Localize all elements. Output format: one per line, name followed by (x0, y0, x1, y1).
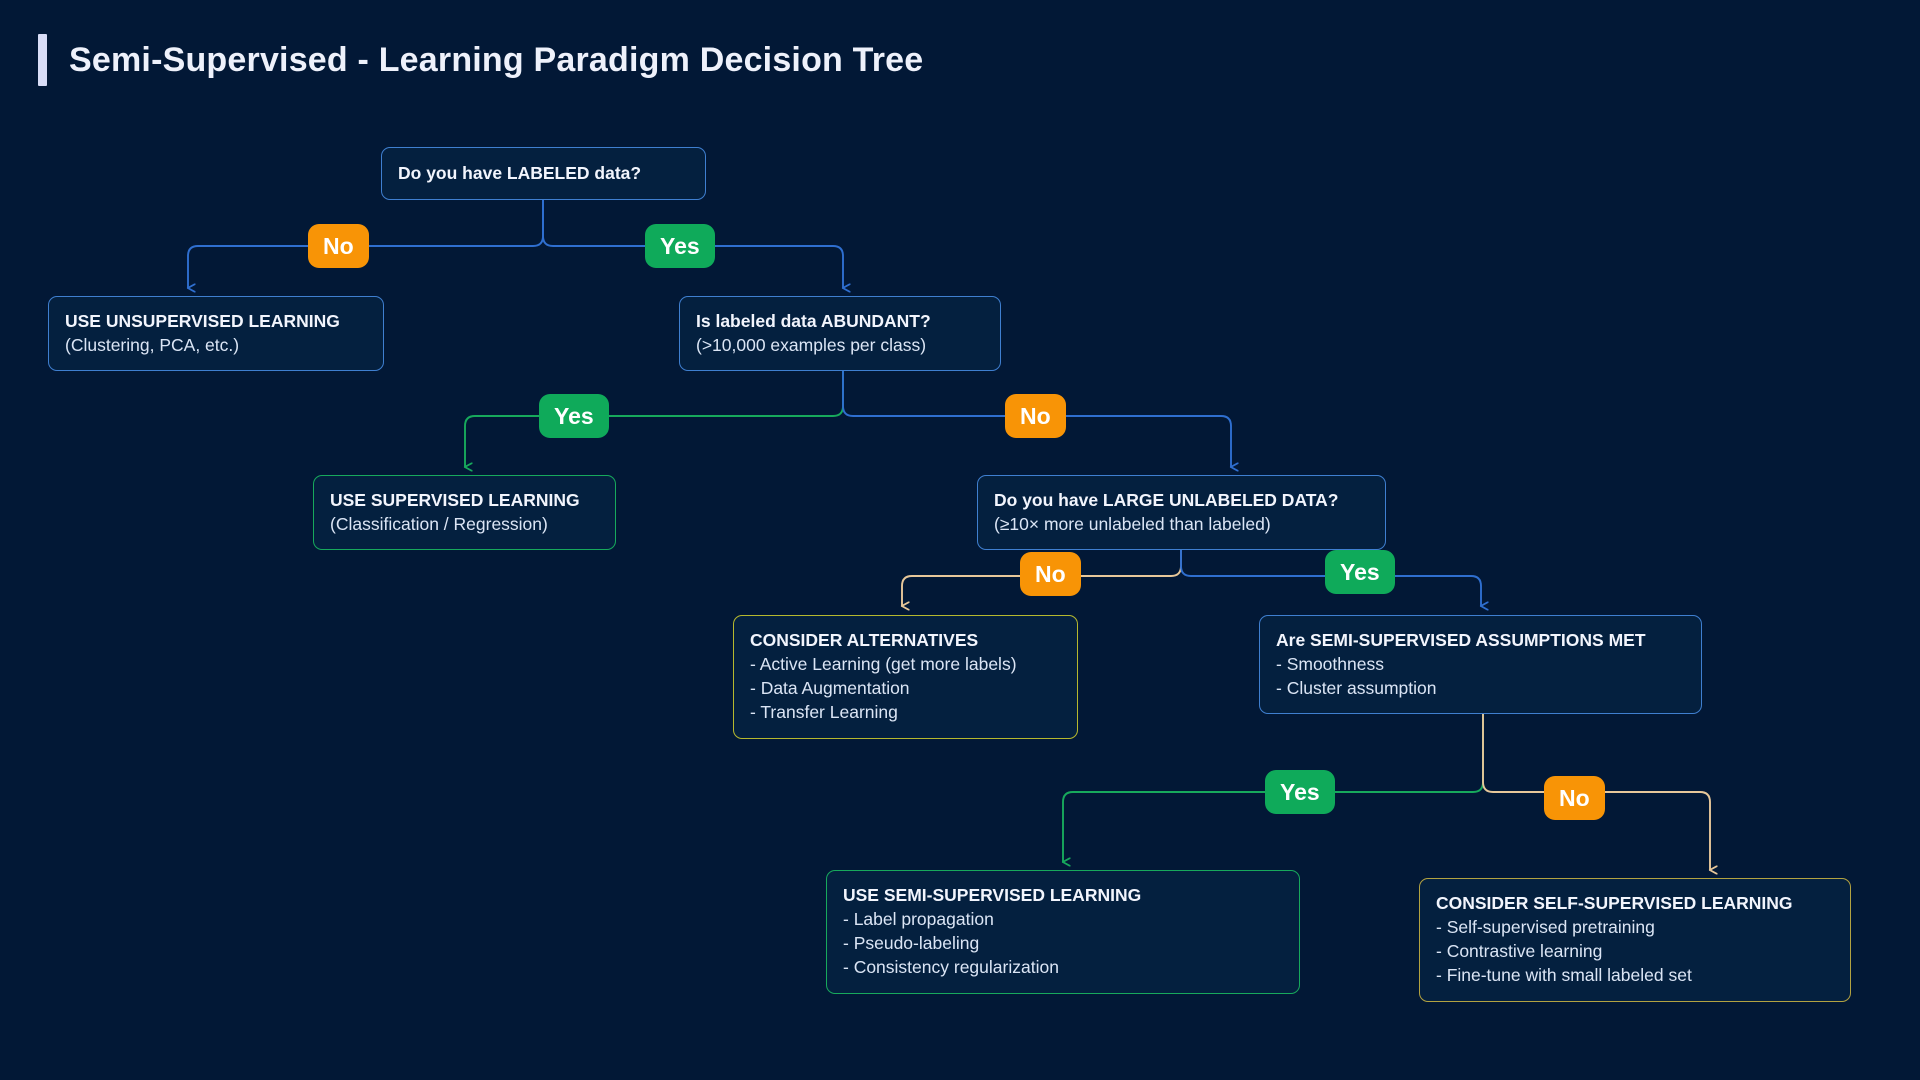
edge-label-abundant-no[interactable]: No (1005, 394, 1066, 438)
node-subtitle: (≥10× more unlabeled than labeled) (994, 514, 1271, 535)
node-title: USE SEMI-SUPERVISED LEARNING (843, 885, 1142, 905)
page-header: Semi-Supervised - Learning Paradigm Deci… (38, 34, 923, 86)
edge-label-unlabeled-yes[interactable]: Yes (1325, 550, 1395, 594)
edge-label-abundant-yes[interactable]: Yes (539, 394, 609, 438)
node-title: CONSIDER ALTERNATIVES (750, 630, 979, 650)
edge-abundant-yes (465, 362, 844, 467)
node-title: USE UNSUPERVISED LEARNING (65, 311, 340, 331)
edge-label-assumptions-no[interactable]: No (1544, 776, 1605, 820)
node-r-unsupervised[interactable]: USE UNSUPERVISED LEARNING (Clustering, P… (48, 296, 384, 372)
node-subtitle: (>10,000 examples per class) (696, 335, 927, 356)
node-r-selfsupervised[interactable]: CONSIDER SELF-SUPERVISED LEARNING - Self… (1419, 878, 1851, 1002)
node-title: Do you have LABELED data? (398, 163, 642, 183)
node-q-assumptions[interactable]: Are SEMI-SUPERVISED ASSUMPTIONS MET - Sm… (1259, 615, 1702, 715)
node-bullet2: - Cluster assumption (1276, 678, 1437, 699)
edge-label-assumptions-yes[interactable]: Yes (1265, 770, 1335, 814)
node-q-unlabeled[interactable]: Do you have LARGE UNLABELED DATA? (≥10× … (977, 475, 1386, 551)
node-title: CONSIDER SELF-SUPERVISED LEARNING (1436, 893, 1793, 913)
node-subtitle: (Clustering, PCA, etc.) (65, 335, 240, 356)
node-subtitle: (Classification / Regression) (330, 514, 548, 535)
node-bullet3: - Fine-tune with small labeled set (1436, 965, 1692, 986)
node-q-abundant[interactable]: Is labeled data ABUNDANT? (>10,000 examp… (679, 296, 1001, 372)
page-title: Semi-Supervised - Learning Paradigm Deci… (69, 40, 924, 79)
title-accent-bar (38, 34, 47, 86)
node-title: USE SUPERVISED LEARNING (330, 490, 580, 510)
node-title: Are SEMI-SUPERVISED ASSUMPTIONS MET (1276, 630, 1646, 650)
node-title: Is labeled data ABUNDANT? (696, 311, 931, 331)
edge-label-labeled-yes[interactable]: Yes (645, 224, 715, 268)
node-bullet3: - Consistency regularization (843, 957, 1059, 978)
node-bullet2: - Contrastive learning (1436, 941, 1603, 962)
node-q-labeled[interactable]: Do you have LABELED data? (381, 147, 706, 201)
node-bullet3: - Transfer Learning (750, 702, 898, 723)
node-bullet1: - Active Learning (get more labels) (750, 654, 1017, 675)
node-r-supervised[interactable]: USE SUPERVISED LEARNING (Classification … (313, 475, 616, 551)
edge-label-unlabeled-no[interactable]: No (1020, 552, 1081, 596)
node-bullet1: - Label propagation (843, 909, 994, 930)
node-bullet1: - Smoothness (1276, 654, 1384, 675)
node-bullet2: - Data Augmentation (750, 678, 910, 699)
edge-label-labeled-no[interactable]: No (308, 224, 369, 268)
node-r-semisupervised[interactable]: USE SEMI-SUPERVISED LEARNING - Label pro… (826, 870, 1300, 994)
node-bullet1: - Self-supervised pretraining (1436, 917, 1655, 938)
node-bullet2: - Pseudo-labeling (843, 933, 980, 954)
node-r-alternatives[interactable]: CONSIDER ALTERNATIVES - Active Learning … (733, 615, 1078, 739)
node-title: Do you have LARGE UNLABELED DATA? (994, 490, 1339, 510)
